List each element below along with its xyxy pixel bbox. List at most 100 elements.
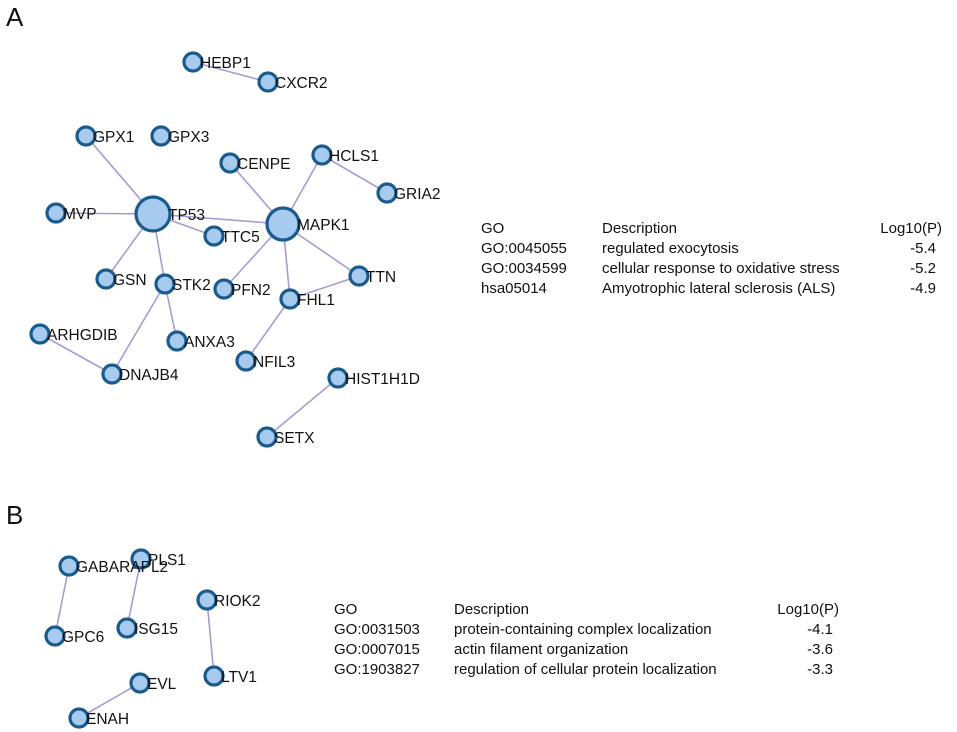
node-label-hist1h1d: HIST1H1D [345,371,420,388]
node-mvp [45,202,67,224]
node-gsn [95,268,117,290]
go-id: GO:0045055 [481,240,567,257]
go-description: Amyotrophic lateral sclerosis (ALS) [602,280,836,297]
node-setx [256,426,278,448]
node-enah [68,707,90,729]
log10p-value: -3.6 [807,641,833,658]
node-ttn [348,265,370,287]
node-layer [29,51,398,729]
node-label-ttc5: TTC5 [221,229,260,246]
header-log10p: Log10(P) [880,220,942,237]
edge-hist1h1d-setx [266,377,339,438]
edge-hcls1-gria2 [321,154,388,194]
table-row: GO:0007015 actin filament organization -… [334,640,839,660]
node-label-gria2: GRIA2 [394,186,441,203]
node-label-setx: SETX [274,430,315,447]
node-gpx1 [75,125,97,147]
log10p-value: -5.2 [910,260,936,277]
node-label-arhgdib: ARHGDIB [47,327,118,344]
log10p-value: -4.9 [910,280,936,297]
node-ltv1 [203,665,225,687]
log10p-value: -4.1 [807,621,833,638]
node-gpc6 [44,625,66,647]
node-evl [129,672,151,694]
node-ttc5 [203,225,225,247]
node-stk2 [154,273,176,295]
header-go: GO [481,220,505,237]
node-hcls1 [311,144,333,166]
header-description: Description [602,220,678,237]
node-pls1 [130,548,152,570]
node-cenpe [219,152,241,174]
node-label-tp53: TP53 [168,207,205,224]
node-label-riok2: RIOK2 [214,593,261,610]
edge-fhl1-ttn [289,275,360,300]
go-id: hsa05014 [481,280,547,297]
node-label-evl: EVL [147,676,177,693]
node-label-enah: ENAH [86,711,129,728]
node-label-hebp1: HEBP1 [200,55,251,72]
edge-riok2-ltv1 [206,599,215,677]
go-description: regulated exocytosis [602,240,739,257]
table-row: hsa05014 Amyotrophic lateral sclerosis (… [481,279,942,299]
table-row: GO:0034599 cellular response to oxidativ… [481,259,942,279]
edge-arhgdib-dnajb4 [39,333,113,375]
node-label-ltv1: LTV1 [221,669,257,686]
node-gria2 [376,182,398,204]
node-label-dnajb4: DNAJB4 [119,367,179,384]
log10p-value: -5.4 [910,240,936,257]
node-anxa3 [166,330,188,352]
table-row: GO:0045055 regulated exocytosis -5.4 [481,239,942,259]
header-go: GO [334,601,358,618]
go-id: GO:0034599 [481,260,567,277]
node-label-ttn: TTN [366,269,396,286]
node-label-gabarapl2: GABARAPL2 [76,559,168,576]
node-riok2 [196,589,218,611]
node-mapk1 [265,206,301,242]
go-description: cellular response to oxidative stress [602,260,840,277]
node-label-fhl1: FHL1 [297,292,335,309]
go-description: regulation of cellular protein localizat… [454,661,717,678]
node-label-cenpe: CENPE [237,156,290,173]
edge-hebp1-cxcr2 [192,61,269,83]
panel-a-letter: A [6,2,24,32]
node-label-gpx3: GPX3 [168,129,209,146]
panel-b-letter: B [6,500,24,530]
node-label-pfn2: PFN2 [231,282,271,299]
node-gpx3 [150,125,172,147]
node-label-hcls1: HCLS1 [329,148,379,165]
node-nfil3 [235,350,257,372]
go-enrichment-table-a: GO Description Log10(P) GO:0045055 regul… [481,219,942,299]
edge-tp53-mapk1 [152,213,284,225]
edge-stk2-dnajb4 [111,283,166,375]
table-row: GO:0031503 protein-containing complex lo… [334,620,839,640]
node-hebp1 [182,51,204,73]
go-id: GO:1903827 [334,661,420,678]
node-label-mapk1: MAPK1 [297,217,350,234]
table-header-row: GO Description Log10(P) [481,219,942,239]
node-label-pls1: PLS1 [148,552,186,569]
node-label-stk2: STK2 [172,277,211,294]
edge-evl-enah [78,682,141,719]
node-label-mvp: MVP [63,206,97,223]
node-label-cxcr2: CXCR2 [275,75,328,92]
node-label-gsn: GSN [113,272,147,289]
go-enrichment-table-b: GO Description Log10(P) GO:0031503 prote… [334,600,839,680]
table-header-row: GO Description Log10(P) [334,600,839,620]
node-pfn2 [213,278,235,300]
node-label-isg15: ISG15 [134,621,178,638]
go-description: actin filament organization [454,641,629,658]
header-log10p: Log10(P) [777,601,839,618]
node-arhgdib [29,323,51,345]
node-label-nfil3: NFIL3 [253,354,295,371]
go-id: GO:0007015 [334,641,420,658]
go-description: protein-containing complex localization [454,621,712,638]
edge-pls1-isg15 [126,558,142,629]
node-fhl1 [279,288,301,310]
node-isg15 [116,617,138,639]
edge-fhl1-nfil3 [245,298,291,362]
node-label-anxa3: ANXA3 [184,334,235,351]
header-description: Description [454,601,530,618]
